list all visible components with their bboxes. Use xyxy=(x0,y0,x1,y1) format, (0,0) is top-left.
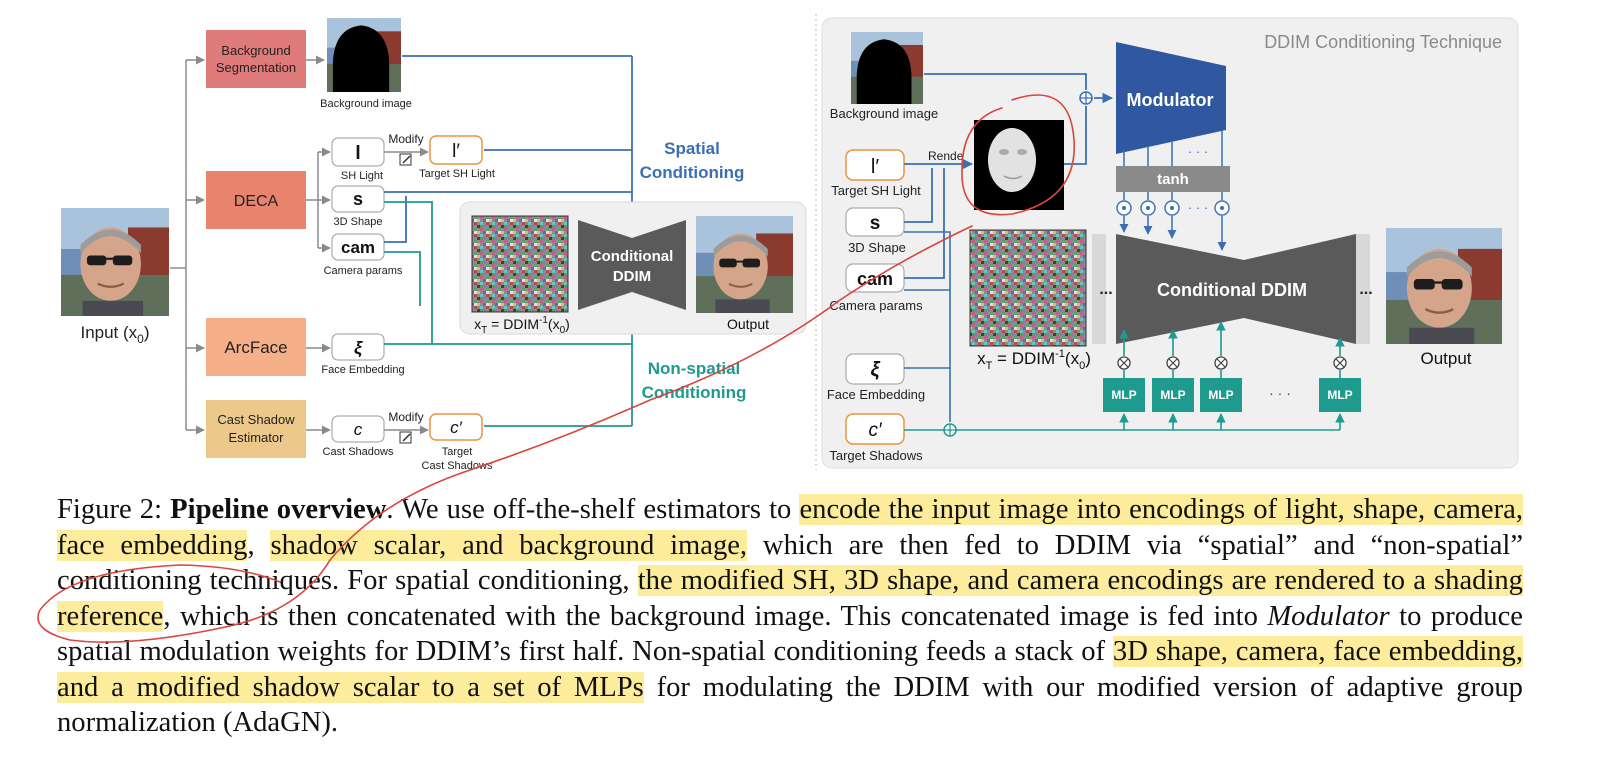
right-target-shadows-label: Target Shadows xyxy=(829,448,923,463)
right-bg-image-label: Background image xyxy=(830,106,938,121)
cam-symbol: cam xyxy=(341,238,375,257)
spatial-label-line1: Spatial xyxy=(664,139,720,158)
bg-image-label: Background image xyxy=(320,98,412,110)
caption-italic-modulator: Modulator xyxy=(1267,600,1390,632)
right-background-image xyxy=(851,32,923,104)
right-3d-shape-label: 3D Shape xyxy=(848,240,906,255)
tanh-label: tanh xyxy=(1157,171,1189,188)
right-cond-ddim-label: Conditional DDIM xyxy=(1157,280,1307,300)
mlp-box-3 xyxy=(1200,378,1242,412)
right-xi-symbol: ξ xyxy=(871,359,881,381)
rendered-shading-reference xyxy=(974,120,1064,210)
right-ddim-technique: DDIM Conditioning Technique Background i… xyxy=(821,17,1519,469)
right-l-prime-symbol: l′ xyxy=(871,156,879,178)
ddim-right-shade xyxy=(1356,234,1370,344)
cast-shadow-line2: Estimator xyxy=(229,430,285,445)
edit-icon xyxy=(399,431,412,444)
pipeline-figure: Input (x0) Background Segmentation DECA … xyxy=(59,14,1519,472)
ddim-left-ellipsis: ... xyxy=(1099,281,1112,298)
tanh-box xyxy=(1116,166,1230,192)
mlp-label-3: MLP xyxy=(1208,388,1233,402)
3d-shape-label: 3D Shape xyxy=(334,216,383,228)
right-cam-symbol: cam xyxy=(857,269,893,289)
right-noise-image xyxy=(969,229,1087,347)
modify-label-bottom: Modify xyxy=(388,410,423,424)
mlp-box-4 xyxy=(1319,378,1361,412)
xi-symbol: ξ xyxy=(354,338,363,359)
mlp-label-2: MLP xyxy=(1160,388,1185,402)
c-prime-symbol: c′ xyxy=(450,418,463,437)
cond-ddim-line2: DDIM xyxy=(613,268,651,285)
caption-text-6: for modulating the DDIM with our modifie… xyxy=(57,671,1523,739)
face-embedding-label: Face Embedding xyxy=(321,364,404,376)
spatial-label-line2: Conditioning xyxy=(640,163,745,182)
edit-icon xyxy=(399,153,412,166)
background-segmentation-box xyxy=(206,30,306,88)
l-symbol: l xyxy=(355,143,360,164)
noise-image xyxy=(471,215,569,313)
modify-label-top: Modify xyxy=(388,132,423,146)
render-label: Rende xyxy=(928,149,964,163)
mlp-label-4: MLP xyxy=(1327,388,1352,402)
odot-dots: · · · xyxy=(1188,200,1208,215)
bg-seg-line1: Background xyxy=(221,43,290,58)
right-output-label: Output xyxy=(1420,349,1471,368)
arcface-label: ArcFace xyxy=(224,338,287,357)
camera-params-label: Camera params xyxy=(324,265,403,277)
caption-highlight-2: shadow scalar, and background image, xyxy=(270,529,748,561)
modulator-dots: · · · xyxy=(1188,144,1208,159)
s-symbol: s xyxy=(353,189,363,209)
modulator-label: Modulator xyxy=(1127,90,1214,110)
caption-text-2: , xyxy=(247,529,271,561)
caption-bold-title: Pipeline overview xyxy=(170,494,387,525)
background-image-thumb xyxy=(327,18,401,92)
right-conditional-ddim-shape xyxy=(1116,234,1356,344)
figure-caption: Figure 2: Pipeline overview. We use off-… xyxy=(57,492,1523,741)
target-cast-shadows-line1: Target xyxy=(442,446,473,458)
non-spatial-label-line2: Conditioning xyxy=(642,383,747,402)
deca-label: DECA xyxy=(234,193,279,210)
c-symbol: c xyxy=(354,420,363,439)
cast-shadow-estimator-box xyxy=(206,400,306,458)
cond-ddim-line1: Conditional xyxy=(591,248,674,265)
bg-seg-line2: Segmentation xyxy=(216,60,296,75)
sh-light-label: SH Light xyxy=(341,170,383,182)
mlp-box-1 xyxy=(1103,378,1145,412)
mlp-box-2 xyxy=(1152,378,1194,412)
right-c-prime-symbol: c′ xyxy=(868,420,883,441)
target-sh-light-label: Target SH Light xyxy=(419,168,495,180)
right-s-symbol: s xyxy=(870,213,881,234)
right-panel-title: DDIM Conditioning Technique xyxy=(1264,32,1502,52)
right-camera-params-label: Camera params xyxy=(829,298,923,313)
mlp-label-1: MLP xyxy=(1111,388,1136,402)
cast-shadows-label: Cast Shadows xyxy=(323,446,394,458)
caption-text-4: , which is then concatenated with the ba… xyxy=(163,600,1268,632)
modulator-shape xyxy=(1116,42,1226,154)
cast-shadow-line1: Cast Shadow xyxy=(217,412,295,427)
mlp-dots: · · · xyxy=(1269,385,1291,401)
caption-text-1: . We use off-the-shelf estimators to xyxy=(386,494,800,525)
l-prime-symbol: l′ xyxy=(452,141,460,162)
output-photo xyxy=(695,215,794,314)
target-cast-shadows-line2: Cast Shadows xyxy=(422,460,493,472)
output-label: Output xyxy=(727,316,769,332)
right-output-photo xyxy=(1384,226,1504,346)
non-spatial-label-line1: Non-spatial xyxy=(648,359,741,378)
ddim-left-shade xyxy=(1092,234,1106,344)
right-face-embedding-label: Face Embedding xyxy=(827,387,925,402)
ddim-right-ellipsis: ... xyxy=(1359,281,1372,298)
input-label: Input (x0) xyxy=(80,323,149,346)
figure-number: Figure 2: xyxy=(57,494,171,525)
right-target-sh-light-label: Target SH Light xyxy=(831,183,921,198)
input-photo xyxy=(59,206,171,318)
left-pipeline: Input (x0) Background Segmentation DECA … xyxy=(59,18,807,472)
